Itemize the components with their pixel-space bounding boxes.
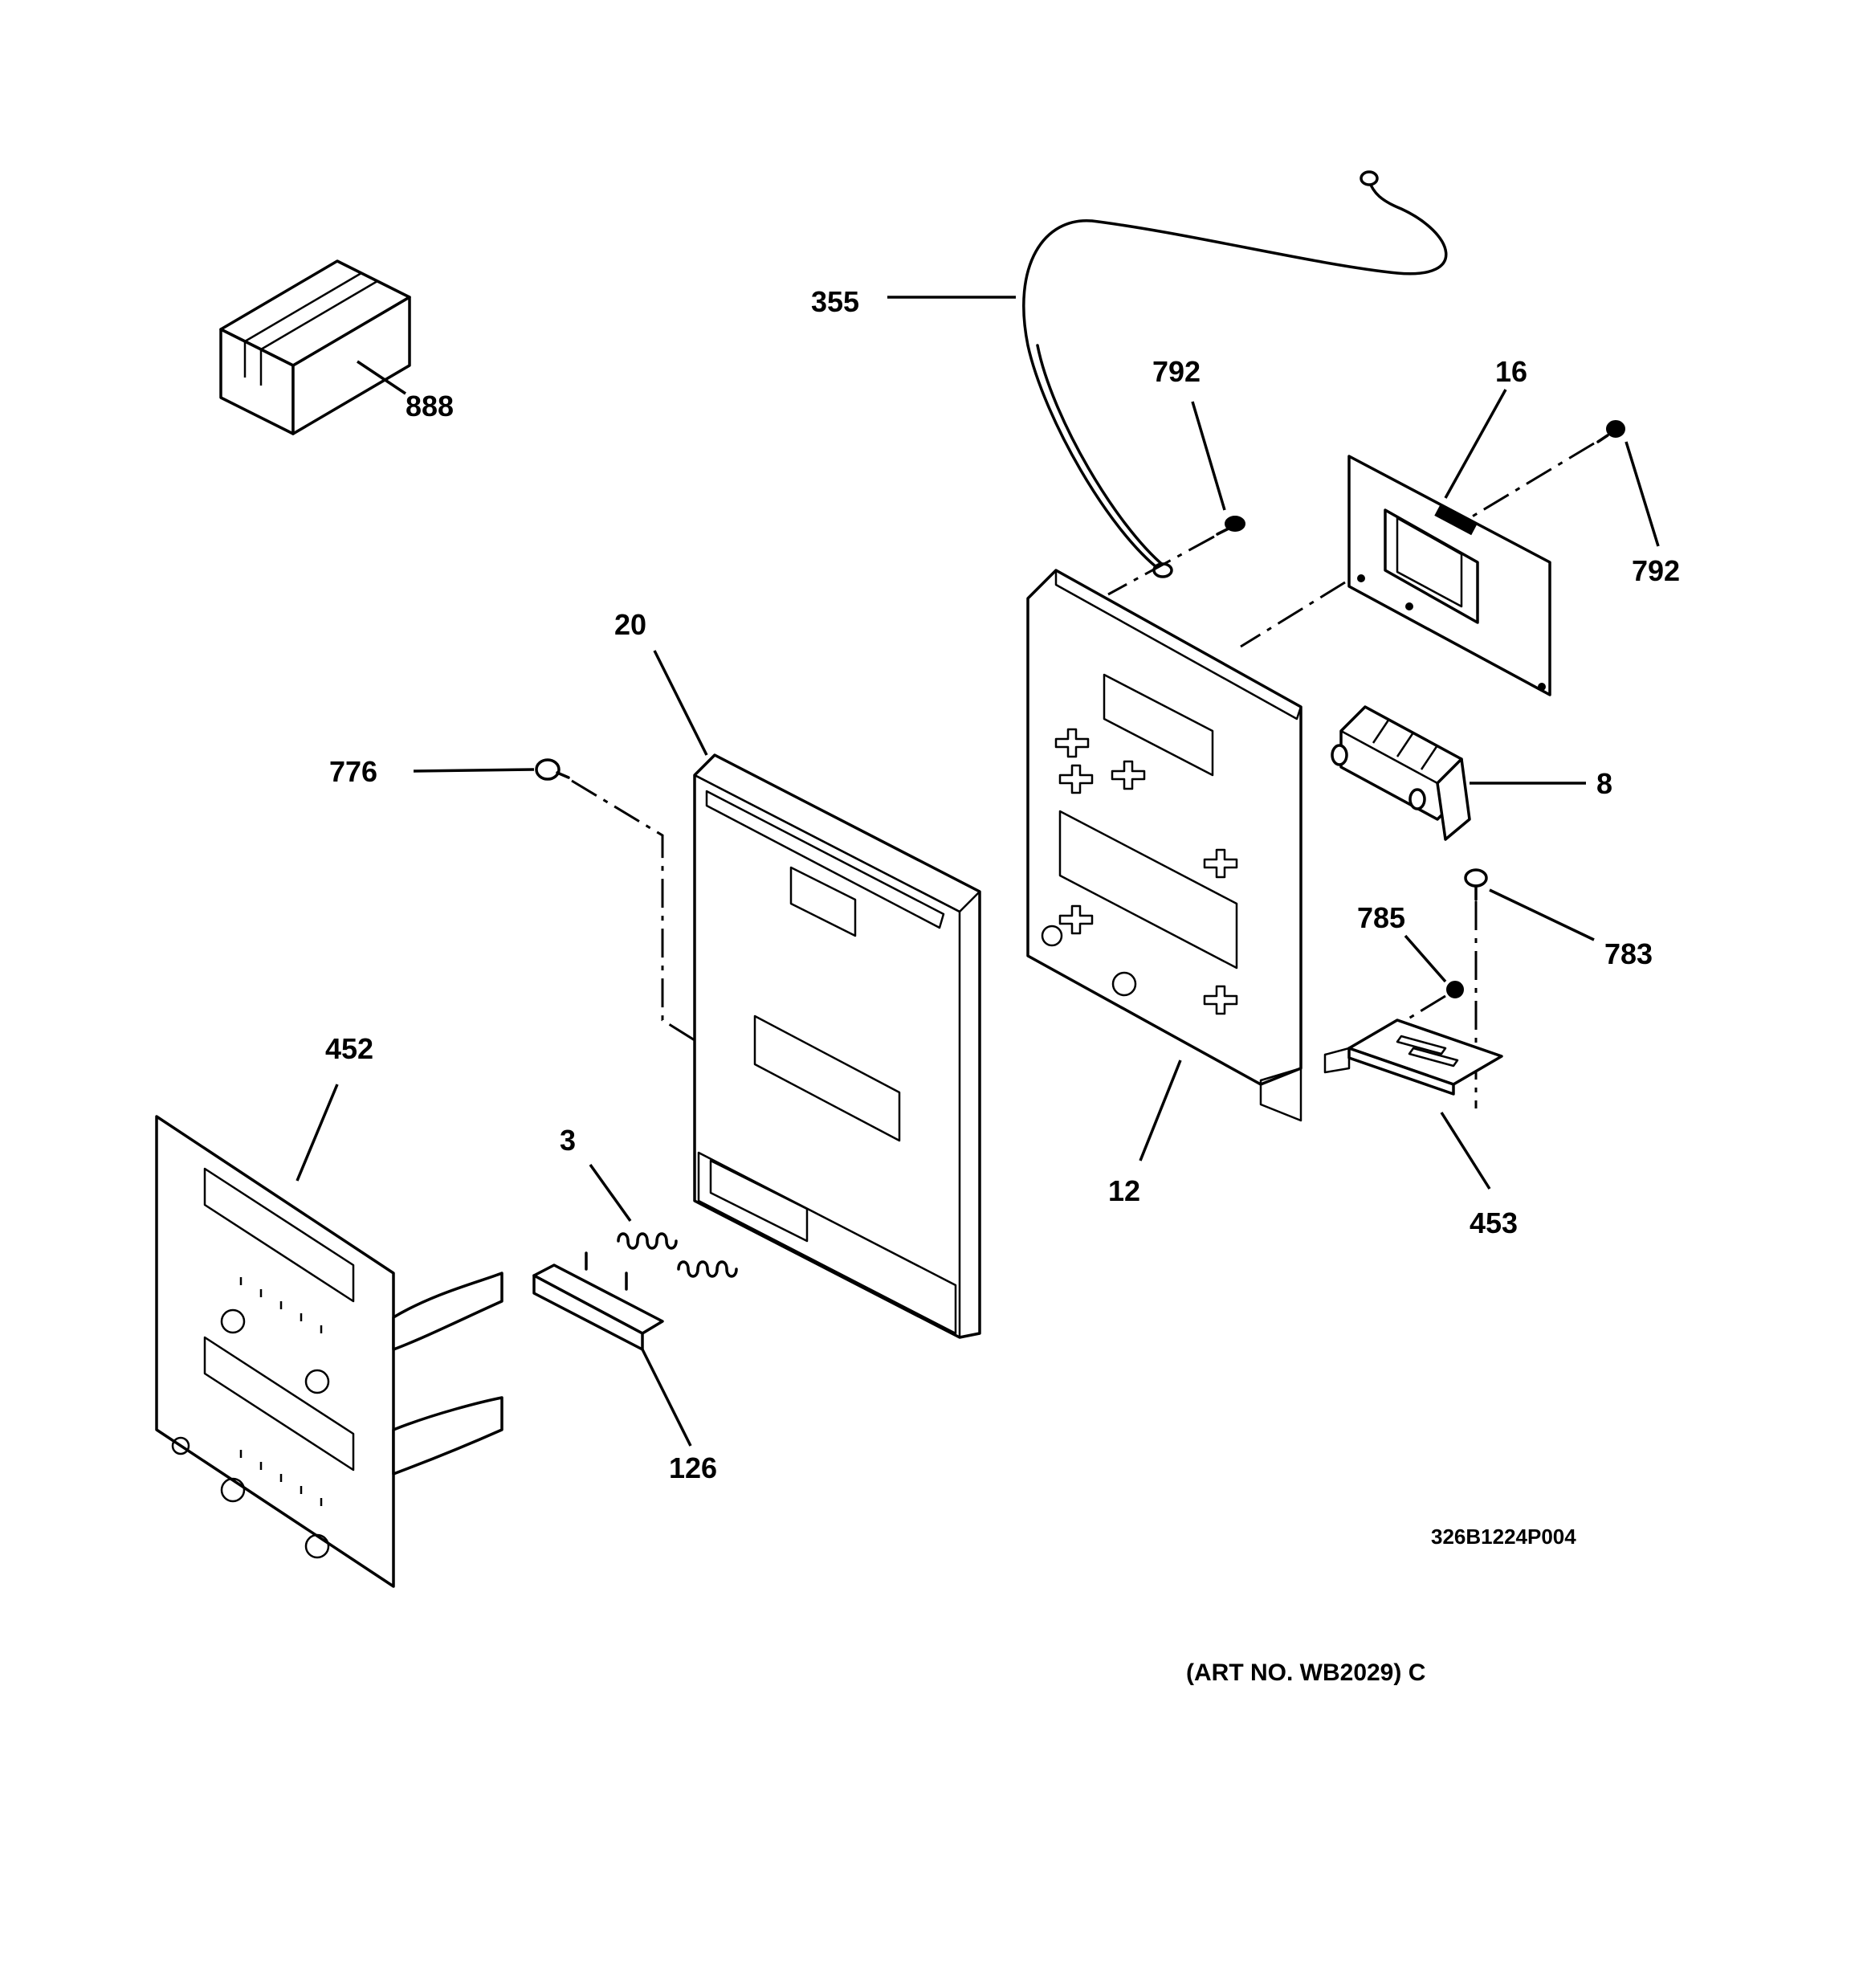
leader-776 [413, 768, 535, 773]
leader-3 [589, 1163, 632, 1223]
callout-888: 888 [406, 390, 454, 423]
leader-20 [653, 650, 708, 756]
part-888-carton [219, 259, 411, 435]
part-20-front-panel [693, 753, 981, 1339]
leader-783 [1489, 888, 1595, 941]
part-785-screw [1446, 981, 1464, 998]
leader-126 [641, 1349, 692, 1447]
part-16-control-board [1347, 455, 1551, 696]
part-3-springs [617, 1232, 738, 1278]
callout-126: 126 [669, 1451, 717, 1484]
leader-792-b [1625, 441, 1660, 547]
callout-12: 12 [1108, 1174, 1140, 1207]
part-792-screw-a [1216, 516, 1245, 536]
part-126-actuator [532, 1251, 664, 1351]
callout-776: 776 [329, 755, 377, 788]
leader-452 [296, 1084, 339, 1182]
leader-12 [1139, 1059, 1182, 1161]
drawing-code: 326B1224P004 [1431, 1525, 1576, 1549]
leader-16 [1444, 389, 1507, 499]
centerline-16 [1240, 581, 1346, 648]
leader-453 [1440, 1112, 1491, 1190]
callout-3: 3 [560, 1124, 576, 1157]
part-452-keypad-overlay [155, 1115, 503, 1588]
callout-792-b: 792 [1632, 554, 1680, 587]
leader-792-a [1191, 401, 1226, 511]
callout-453: 453 [1470, 1206, 1518, 1239]
callout-20: 20 [614, 608, 646, 641]
centerline-792-a [1107, 535, 1215, 596]
part-8-housing [1331, 705, 1471, 841]
centerline-792-b [1469, 442, 1595, 520]
part-12-frame [1026, 569, 1302, 1122]
callout-16: 16 [1495, 355, 1527, 388]
leader-888 [357, 360, 406, 395]
part-776-screw [535, 758, 570, 781]
callout-783: 783 [1604, 937, 1653, 970]
callout-8: 8 [1596, 767, 1612, 800]
part-792-screw-b [1596, 420, 1625, 443]
leader-785 [1404, 934, 1447, 983]
callout-355: 355 [811, 285, 859, 318]
part-453-bracket [1323, 1018, 1503, 1096]
callout-452: 452 [325, 1032, 373, 1065]
callout-785: 785 [1357, 901, 1405, 934]
centerline-776 [571, 779, 695, 1042]
art-number: (ART NO. WB2029) C [1186, 1659, 1425, 1686]
part-783-screw [1464, 868, 1488, 901]
callout-792-a: 792 [1152, 355, 1201, 388]
